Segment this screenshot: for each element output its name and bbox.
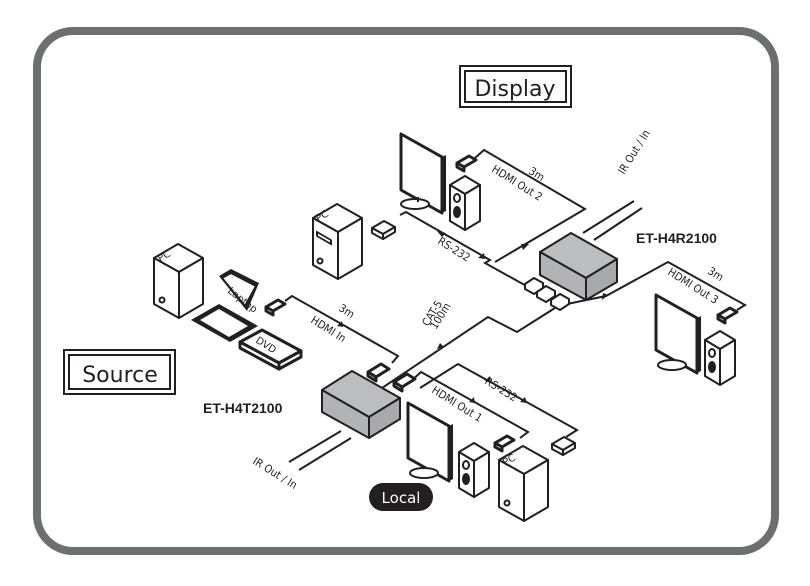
hdmi-plug-out-2 <box>455 154 478 173</box>
source-title-text: Source <box>82 363 158 388</box>
transmitter-box <box>321 370 401 439</box>
rs232-plug-remote <box>371 220 396 240</box>
source-title: Source <box>63 349 176 395</box>
receiver-model-label: ET-H4R2100 <box>636 230 717 246</box>
cable-rs232-remote <box>399 210 531 289</box>
transmitter-hdmi-out-connector <box>392 372 417 393</box>
cable-hdmi-out-1 <box>409 370 530 439</box>
receiver-connectors <box>524 277 570 311</box>
cable-cat5 <box>381 307 556 389</box>
cable-rs232-local <box>419 362 579 438</box>
local-badge-text: Local <box>382 489 421 507</box>
transmitter-model-label: ET-H4T2100 <box>203 400 283 416</box>
ir-lines-receiver <box>582 200 643 241</box>
display-title-text: Display <box>474 77 555 102</box>
speaker-remote-3 <box>704 330 736 386</box>
hdmi-plug-out-1 <box>493 434 516 453</box>
speaker-remote-2 <box>449 175 481 231</box>
pc-remote: PC <box>312 203 363 280</box>
speaker-local-1 <box>458 442 490 498</box>
cable-hdmi-out-3 <box>561 260 747 311</box>
cable-hdmi-in <box>284 294 400 364</box>
hdmi-in-length: 3m <box>336 302 356 321</box>
monitor-remote-2 <box>399 132 446 215</box>
transmitter-hdmi-connector <box>366 362 391 383</box>
ir-receiver-label: IR Out / In <box>616 128 653 177</box>
hdmi-out-2-length: 3m <box>526 165 546 184</box>
rs232-local-label: RS-232 <box>482 375 519 405</box>
display-title: Display <box>459 65 572 108</box>
pc-source: PC <box>153 243 204 319</box>
hdmi-out-3-length: 3m <box>705 265 725 284</box>
monitor-local-1 <box>406 401 453 483</box>
cable-hdmi-out-2 <box>474 148 587 263</box>
hdmi-plug-out-3 <box>716 306 739 325</box>
receiver-box <box>524 232 618 311</box>
hdmi-in-label: HDMI In <box>308 314 348 346</box>
ir-lines-transmitter <box>288 430 352 471</box>
local-badge: Local <box>369 483 433 511</box>
monitor-remote-3 <box>654 293 701 375</box>
pc-local: PC <box>498 445 549 522</box>
hdmi-plug-source <box>264 298 287 317</box>
rs232-plug-local <box>551 436 576 456</box>
dvd-player: DVD <box>238 328 303 371</box>
